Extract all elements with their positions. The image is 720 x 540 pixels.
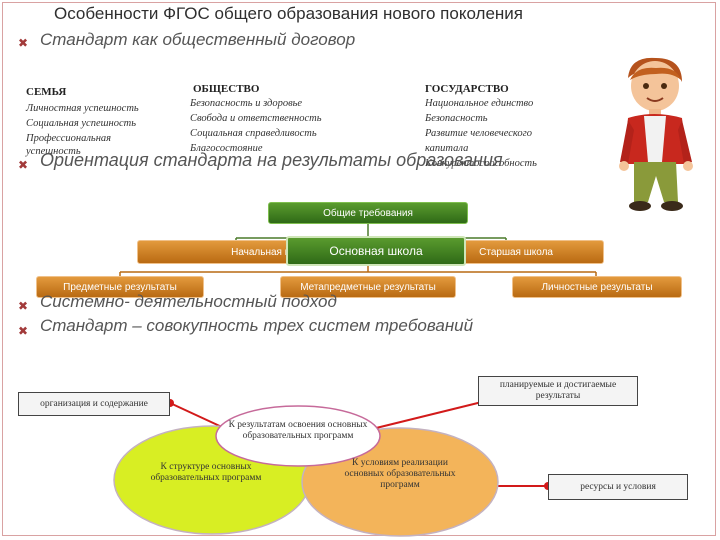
state-item: Безопасность (425, 113, 488, 124)
bullet-marker-icon: ✖ (18, 36, 29, 50)
personal-results-box: Личностные результаты (512, 276, 682, 298)
family-heading: СЕМЬЯ (26, 86, 67, 98)
results-requirement-label: К результатам освоения основных образова… (228, 420, 368, 441)
bullet-activity-approach: Системно- деятельностный подход (40, 292, 337, 311)
bullet-marker-icon: ✖ (18, 158, 29, 172)
society-item: Социальная справедливость (190, 128, 317, 139)
state-item: Развитие человеческого (425, 128, 533, 139)
main-school-box: Основная школа (286, 236, 466, 266)
organization-content-box: организация и содержание (18, 392, 170, 416)
conditions-requirement-label: К условиям реализации основных образоват… (344, 458, 456, 490)
state-item: Национальное единство (425, 98, 534, 109)
family-item: Личностная успешность (26, 103, 139, 114)
family-list: Личностная успешность Социальная успешно… (26, 101, 139, 159)
state-heading: ГОСУДАРСТВО (425, 83, 509, 95)
bullet-contract: Стандарт как общественный договор (40, 30, 356, 49)
bullet-results: Ориентация стандарта на результаты образ… (40, 150, 503, 170)
family-item: успешность (26, 146, 81, 157)
general-requirements-box: Общие требования (268, 202, 468, 224)
bullet-marker-icon: ✖ (18, 324, 29, 338)
society-item: Благосостояние (190, 143, 263, 154)
family-item: Социальная успешность (26, 118, 137, 129)
slide-title: Особенности ФГОС общего образования ново… (54, 4, 524, 23)
society-item: Безопасность и здоровье (190, 98, 303, 109)
structure-requirement-label: К структуре основных образовательных про… (150, 462, 262, 483)
family-item: Профессиональная (26, 133, 112, 144)
metasubject-results-box: Метапредметные результаты (280, 276, 456, 298)
society-list: Безопасность и здоровье Свобода и ответс… (190, 96, 322, 156)
state-item: капитала (425, 143, 469, 154)
subject-results-box: Предметные результаты (36, 276, 204, 298)
state-item: Конкурентоспособность (425, 158, 537, 169)
bullet-three-systems: Стандарт – совокупность трех систем треб… (40, 316, 474, 335)
state-list: Национальное единство Безопасность Разви… (425, 96, 537, 171)
society-heading: ОБЩЕСТВО (193, 83, 260, 95)
planned-results-box: планируемые и достигаемые результаты (478, 376, 638, 406)
bullet-marker-icon: ✖ (18, 299, 29, 313)
resources-conditions-box: ресурсы и условия (548, 474, 688, 500)
society-item: Свобода и ответственность (190, 113, 322, 124)
student-illustration (619, 57, 693, 211)
